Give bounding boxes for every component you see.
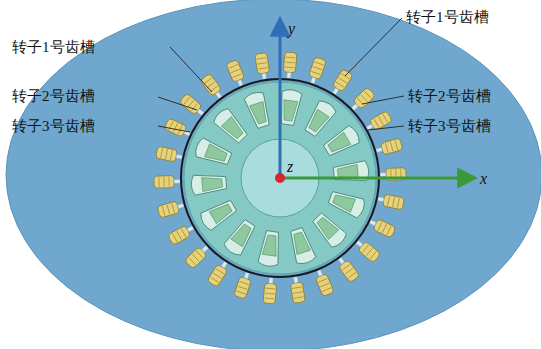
leader-line	[170, 47, 212, 92]
part-label: 转子2号齿槽	[408, 87, 491, 105]
stator-slot	[167, 222, 196, 245]
x-axis	[280, 177, 474, 180]
rotor-slot	[321, 124, 361, 159]
stator-slot	[164, 118, 193, 140]
leader-line	[158, 126, 190, 132]
rotor-slot	[287, 226, 317, 265]
axis-label: x	[480, 170, 487, 188]
rotor-slot	[193, 137, 233, 168]
stator-slot	[375, 138, 403, 157]
rotor-slot	[190, 173, 227, 196]
part-label: 转子3号齿槽	[12, 117, 95, 135]
rotor-slot	[327, 188, 367, 219]
stator-slot	[283, 52, 297, 79]
rotor-slot	[302, 98, 338, 138]
stator-slot	[207, 259, 231, 287]
axis-label: z	[287, 158, 293, 176]
rotor-slot	[333, 161, 370, 184]
rotor-slot	[310, 210, 349, 249]
rotor-slot	[222, 217, 258, 257]
leader-line	[368, 126, 404, 130]
rotor-slot	[198, 197, 238, 232]
part-label: 转子3号齿槽	[408, 117, 491, 135]
axis-label: y	[288, 20, 295, 38]
stator-slot	[307, 57, 327, 85]
rotor-slot	[258, 230, 283, 267]
leader-line	[345, 18, 402, 76]
stator-slot	[154, 175, 180, 188]
leader-line	[158, 97, 197, 110]
stator-slot	[377, 193, 405, 210]
stator-slot	[313, 268, 334, 297]
stator-slot	[255, 53, 271, 81]
stator-core	[6, 0, 541, 349]
z-axis-dot	[275, 173, 285, 183]
stator-slot	[329, 69, 353, 97]
stator-slot	[155, 146, 183, 163]
part-label: 转子1号齿槽	[406, 8, 489, 26]
leader-line	[362, 96, 404, 104]
stator-slot	[367, 216, 396, 238]
stator-slot	[157, 199, 185, 218]
part-label: 转子2号齿槽	[12, 87, 95, 105]
part-label: 转子1号齿槽	[12, 38, 95, 56]
stator-slot	[234, 271, 254, 299]
stator-slot	[226, 59, 247, 88]
rotor-slot	[243, 90, 273, 129]
stator-slot	[289, 276, 305, 304]
y-axis	[279, 20, 282, 178]
stator-slot	[263, 277, 277, 304]
rotor-slot	[212, 106, 251, 145]
